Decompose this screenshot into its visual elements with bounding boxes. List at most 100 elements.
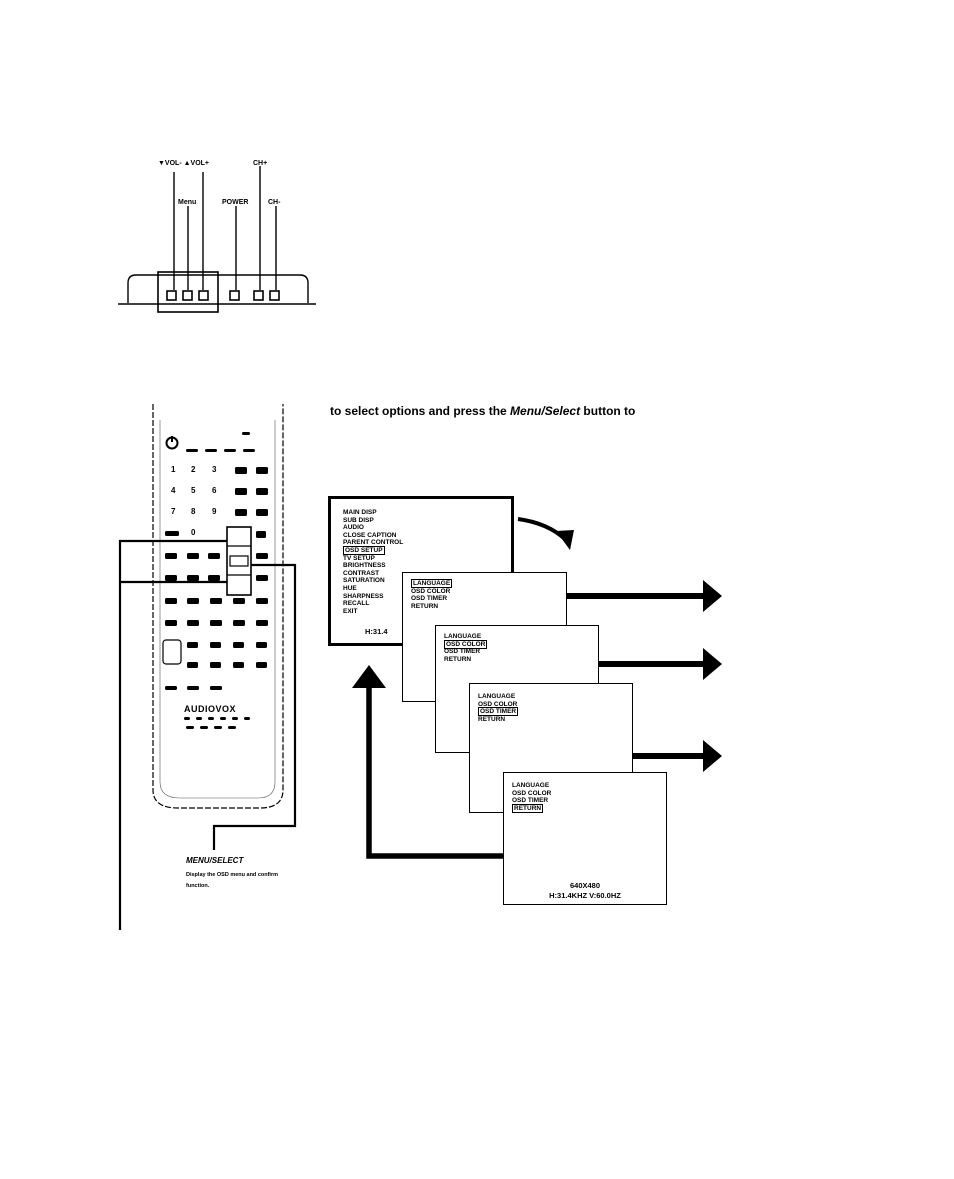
menu-item[interactable]: OSD COLOR xyxy=(411,587,451,595)
remote-key-lower[interactable] xyxy=(187,662,198,668)
menu-item[interactable]: OSD TIMER xyxy=(512,797,549,805)
key-0[interactable]: 0 xyxy=(191,528,196,537)
remote-key-side[interactable] xyxy=(235,467,247,474)
remote-key-lower[interactable] xyxy=(256,642,267,648)
menu-item[interactable]: MAIN DISP xyxy=(343,509,377,516)
menu-item-selected[interactable]: OSD TIMER xyxy=(478,707,519,717)
remote-key-function[interactable] xyxy=(187,553,199,559)
vol-down-button[interactable] xyxy=(166,290,177,301)
menu-item-selected[interactable]: OSD COLOR xyxy=(444,639,488,649)
remote-key-dot[interactable] xyxy=(208,717,214,720)
remote-key-transport[interactable] xyxy=(210,620,222,626)
menu-item[interactable]: CLOSE CAPTION xyxy=(343,531,397,539)
ch-up-panel-button[interactable] xyxy=(253,290,264,301)
remote-key-top[interactable] xyxy=(243,449,255,452)
remote-key-lower[interactable] xyxy=(233,642,244,648)
remote-key-transport[interactable] xyxy=(165,620,177,626)
remote-key-lower[interactable] xyxy=(210,686,222,690)
menu-item-selected[interactable]: RETURN xyxy=(512,803,544,813)
menu-panel-button[interactable] xyxy=(182,290,193,301)
remote-key-transport[interactable] xyxy=(233,620,245,626)
remote-key-function[interactable] xyxy=(208,575,220,581)
remote-key-lower[interactable] xyxy=(210,662,221,668)
menu-item[interactable]: LANGUAGE xyxy=(444,633,482,640)
menu-item[interactable]: HUE xyxy=(343,584,357,592)
remote-key-transport[interactable] xyxy=(165,598,177,604)
menu-item[interactable]: RETURN xyxy=(478,715,506,723)
key-4[interactable]: 4 xyxy=(171,486,176,495)
key-1[interactable]: 1 xyxy=(171,465,176,474)
remote-key-side[interactable] xyxy=(256,531,266,538)
callout-connectors xyxy=(118,539,297,930)
key-7[interactable]: 7 xyxy=(171,507,176,516)
key-8[interactable]: 8 xyxy=(191,507,196,516)
remote-key-dot[interactable] xyxy=(244,717,250,720)
remote-key-dot[interactable] xyxy=(228,726,236,729)
key-2[interactable]: 2 xyxy=(191,465,196,474)
remote-key-function[interactable] xyxy=(165,553,177,559)
remote-key-dot[interactable] xyxy=(200,726,208,729)
remote-key-side[interactable] xyxy=(256,488,268,495)
remote-key-side[interactable] xyxy=(235,488,247,495)
key-5[interactable]: 5 xyxy=(191,486,196,495)
menu-item[interactable]: TV SETUP xyxy=(343,554,375,562)
remote-key-top[interactable] xyxy=(205,449,217,452)
menu-item[interactable]: SUB DISP xyxy=(343,516,374,524)
menu-item[interactable]: RECALL xyxy=(343,600,370,608)
remote-key-top[interactable] xyxy=(186,449,198,452)
remote-key-lower[interactable] xyxy=(187,686,199,690)
menu-item[interactable]: PARENT CONTROL xyxy=(343,539,404,547)
menu-item[interactable]: BRIGHTNESS xyxy=(343,562,386,570)
remote-key-lower[interactable] xyxy=(210,642,221,648)
remote-key-dot[interactable] xyxy=(232,717,238,720)
remote-key-lower[interactable] xyxy=(165,686,177,690)
ch-up-label: CH+ xyxy=(253,160,268,167)
remote-key-transport[interactable] xyxy=(233,598,245,604)
remote-key-function[interactable] xyxy=(187,575,199,581)
key-6[interactable]: 6 xyxy=(212,486,217,495)
remote-key-function[interactable] xyxy=(256,575,268,581)
menu-item[interactable]: EXIT xyxy=(343,607,358,615)
ch-down-panel-button[interactable] xyxy=(269,290,280,301)
remote-key-top[interactable] xyxy=(224,449,236,452)
remote-key-function[interactable] xyxy=(165,575,177,581)
remote-key-transport[interactable] xyxy=(187,620,199,626)
remote-key-lower[interactable] xyxy=(256,662,267,668)
menu-item-selected[interactable]: OSD SETUP xyxy=(343,545,385,555)
remote-key-transport[interactable] xyxy=(256,598,268,604)
menu-item[interactable]: OSD TIMER xyxy=(444,648,481,656)
power-panel-button[interactable] xyxy=(229,290,240,301)
menu-item[interactable]: OSD COLOR xyxy=(478,700,518,708)
key-9[interactable]: 9 xyxy=(212,507,217,516)
remote-key-lower[interactable] xyxy=(233,662,244,668)
menu-item[interactable]: OSD COLOR xyxy=(512,789,552,797)
remote-key-side[interactable] xyxy=(256,467,268,474)
remote-key-side[interactable] xyxy=(165,531,179,536)
remote-key-function[interactable] xyxy=(208,553,220,559)
remote-key-dot[interactable] xyxy=(220,717,226,720)
remote-key-side[interactable] xyxy=(235,509,247,516)
vol-up-button[interactable] xyxy=(198,290,209,301)
menu-item[interactable]: OSD TIMER xyxy=(411,595,448,603)
menu-item[interactable]: SHARPNESS xyxy=(343,592,384,600)
menu-item[interactable]: CONTRAST xyxy=(343,569,380,577)
remote-key-function[interactable] xyxy=(256,553,268,559)
remote-key-dot[interactable] xyxy=(186,726,194,729)
remote-key-top[interactable] xyxy=(242,432,250,435)
menu-item[interactable]: LANGUAGE xyxy=(512,782,550,789)
menu-item[interactable]: AUDIO xyxy=(343,524,364,532)
menu-item[interactable]: SATURATION xyxy=(343,577,385,585)
key-3[interactable]: 3 xyxy=(212,465,217,474)
menu-item-selected[interactable]: LANGUAGE xyxy=(411,579,453,588)
menu-item[interactable]: LANGUAGE xyxy=(478,693,516,700)
remote-key-dot[interactable] xyxy=(214,726,222,729)
remote-key-dot[interactable] xyxy=(196,717,202,720)
remote-key-side[interactable] xyxy=(256,509,268,516)
remote-key-transport[interactable] xyxy=(256,620,268,626)
remote-key-lower[interactable] xyxy=(187,642,198,648)
menu-item[interactable]: RETURN xyxy=(444,655,472,663)
remote-key-dot[interactable] xyxy=(184,717,190,720)
menu-item[interactable]: RETURN xyxy=(411,602,439,610)
remote-key-transport[interactable] xyxy=(210,598,222,604)
remote-key-transport[interactable] xyxy=(187,598,199,604)
